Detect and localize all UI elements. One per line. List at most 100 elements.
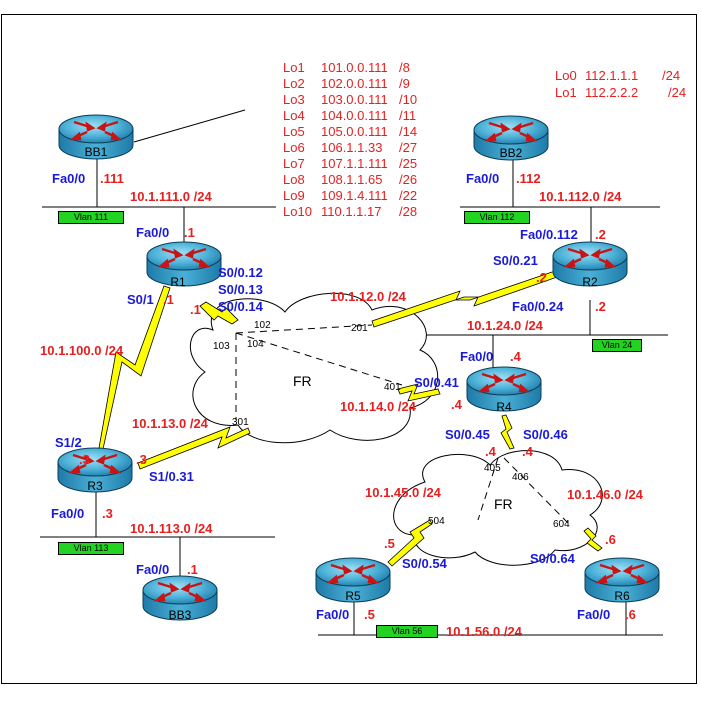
- loopback-row: Lo5: [283, 124, 305, 139]
- loopback-mask: /10: [399, 92, 418, 107]
- fr-cloud-1-label: FR: [293, 373, 312, 389]
- diagram-border: [1, 14, 697, 684]
- r4-s0-0-41-label: S0/0.41: [414, 375, 459, 390]
- r6-s0-0-64-label: S0/0.64: [530, 551, 575, 566]
- r3-s1-0-31-ip-label: .3: [136, 452, 147, 467]
- fr-cloud-2-label: FR: [494, 496, 513, 512]
- loopback-addr: 104.0.0.111: [321, 108, 388, 123]
- loopback-row: Lo8: [283, 172, 305, 187]
- dlci-301-label: 301: [232, 417, 249, 428]
- subnet-45-label: 10.1.45.0 /24: [365, 485, 441, 500]
- r4-s0-0-45-label: S0/0.45: [445, 427, 490, 442]
- router-r6-name: R6: [614, 589, 630, 603]
- r2-fa-112-label: Fa0/0.112: [520, 227, 578, 242]
- loopback-row: Lo7: [283, 156, 305, 171]
- subnet-113-label: 10.1.113.0 /24: [130, 521, 213, 536]
- r4-s0-0-46-label: S0/0.46: [523, 427, 568, 442]
- r2-fa-24-ip-label: .2: [595, 299, 606, 314]
- router-bb3-name: BB3: [168, 608, 192, 622]
- r3-s1-0-31-label: S1/0.31: [149, 469, 194, 484]
- r6-fa-label: Fa0/0: [577, 607, 611, 622]
- loopback-row: Lo2: [283, 76, 305, 91]
- r3-fa-label: Fa0/0: [51, 506, 85, 521]
- dlci-104-label: 104: [247, 339, 264, 350]
- r1-s0-0-14-label: S0/0.14: [218, 299, 263, 314]
- loopback-mask: /24: [662, 68, 681, 83]
- subnet-12-label: 10.1.12.0 /24: [330, 289, 406, 304]
- loopback-addr: 106.1.1.33: [321, 140, 383, 155]
- vlan-111-badge: Vlan 111: [58, 211, 124, 224]
- subnet-46-label: 10.1.46.0 /24: [567, 487, 643, 502]
- r4-fa-label: Fa0/0: [460, 349, 494, 364]
- loopback-addr: 105.0.0.111: [321, 124, 388, 139]
- router-r2-name: R2: [582, 275, 598, 289]
- r2-s0-0-21-label: S0/0.21: [493, 253, 538, 268]
- loopback-row: Lo9: [283, 188, 305, 203]
- bb1-ip-label: .111: [100, 171, 124, 186]
- r1-s0-1-label: S0/1: [127, 292, 154, 307]
- router-r4-name: R4: [496, 400, 512, 414]
- loopback-row: Lo6: [283, 140, 305, 155]
- loopback-name: Lo1: [555, 85, 577, 100]
- r3-s1-2-ip-label: .3: [79, 452, 90, 467]
- subnet-100-label: 10.1.100.0 /24: [40, 343, 124, 358]
- dlci-401-label: 401: [384, 382, 401, 393]
- router-bb2-name: BB2: [499, 146, 523, 160]
- r2-s0-0-21-ip-label: .2: [536, 270, 547, 285]
- r5-s0-0-54-label: S0/0.54: [402, 556, 447, 571]
- loopback-addr: 108.1.1.65: [321, 172, 383, 187]
- loopback-addr: 112.1.1.1: [585, 68, 639, 83]
- loopback-row: Lo10: [283, 204, 312, 219]
- loopback-row: Lo1: [283, 60, 305, 75]
- vlan-24-badge: Vlan 24: [592, 339, 642, 352]
- dlci-604-label: 604: [553, 519, 570, 530]
- loopback-row: Lo3: [283, 92, 305, 107]
- bb2-ip-label: .112: [516, 171, 541, 186]
- loopback-mask: /28: [399, 204, 418, 219]
- dlci-201-label: 201: [351, 323, 368, 334]
- subnet-14-label: 10.1.14.0 /24: [340, 399, 416, 414]
- r6-s0-0-64-ip-label: .6: [605, 532, 616, 547]
- dlci-102-label: 102: [254, 320, 271, 331]
- r1-fr-ip-label: .1: [190, 302, 201, 317]
- dlci-405-label: 405: [484, 463, 501, 474]
- subnet-56-label: 10.1.56.0 /24: [446, 624, 522, 639]
- dlci-504-label: 504: [428, 516, 445, 527]
- r4-fa-ip-label: .4: [510, 349, 521, 364]
- r4-s0-0-45-ip-label: .4: [485, 444, 496, 459]
- r5-fa-label: Fa0/0: [316, 607, 350, 622]
- router-r3-name: R3: [87, 479, 103, 493]
- r4-s0-0-41-ip-label: .4: [451, 397, 462, 412]
- dlci-103-label: 103: [213, 341, 230, 352]
- subnet-112-label: 10.1.112.0 /24: [539, 189, 622, 204]
- loopback-mask: /11: [399, 108, 417, 123]
- r5-s0-0-54-ip-label: .5: [384, 536, 395, 551]
- r1-fa-label: Fa0/0: [136, 225, 170, 240]
- r1-fa-ip-label: .1: [184, 225, 195, 240]
- dlci-406-label: 406: [512, 472, 529, 483]
- r3-s1-2-label: S1/2: [55, 435, 82, 450]
- loopback-mask: /24: [668, 85, 687, 100]
- vlan-112-badge: Vlan 112: [464, 211, 530, 224]
- bb1-interface-label: Fa0/0: [52, 171, 86, 186]
- r6-fa-ip-label: .6: [625, 607, 636, 622]
- loopback-addr: 107.1.1.111: [321, 156, 388, 171]
- r5-fa-ip-label: .5: [364, 607, 375, 622]
- r1-s0-0-12-label: S0/0.12: [218, 265, 263, 280]
- vlan-56-badge: Vlan 56: [376, 625, 438, 638]
- vlan-113-badge: Vlan 113: [58, 542, 124, 555]
- subnet-13-label: 10.1.13.0 /24: [132, 416, 208, 431]
- loopback-mask: /25: [399, 156, 418, 171]
- router-bb1-name: BB1: [84, 145, 108, 159]
- subnet-24-label: 10.1.24.0 /24: [467, 318, 543, 333]
- loopback-mask: /22: [399, 188, 418, 203]
- loopback-mask: /9: [399, 76, 410, 91]
- loopback-mask: /8: [399, 60, 410, 75]
- loopback-addr: 109.1.4.111: [321, 188, 388, 203]
- loopback-mask: /26: [399, 172, 418, 187]
- loopback-addr: 112.2.2.2: [585, 85, 639, 100]
- r4-s0-0-46-ip-label: .4: [522, 444, 533, 459]
- loopback-addr: 103.0.0.111: [321, 92, 388, 107]
